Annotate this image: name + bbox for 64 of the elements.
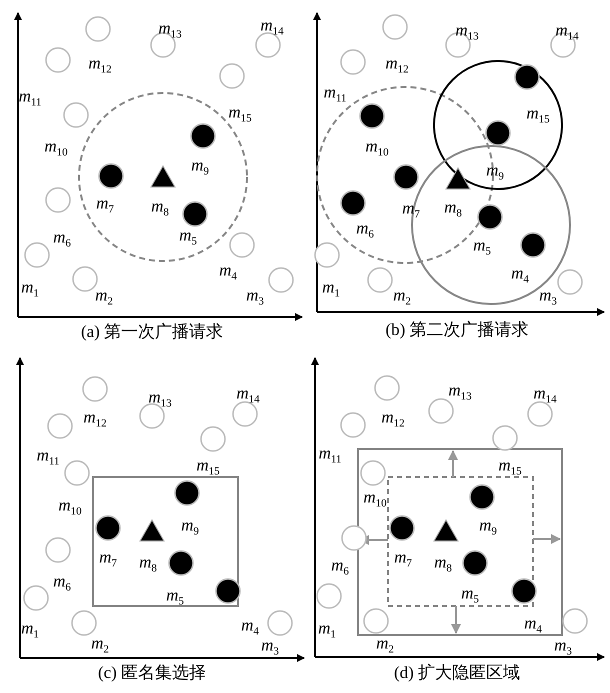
panel-caption: (c) 匿名集选择 — [98, 663, 206, 683]
node-label: m$_{1}$ — [21, 620, 39, 636]
node-label: m$_{6}$ — [331, 556, 349, 574]
node-label: m$_{1}$ — [322, 278, 340, 296]
node-label: m$_{15}$ — [228, 104, 252, 120]
node-label: m$_{8}$ — [444, 198, 462, 216]
node-label: m$_{4}$ — [511, 264, 529, 282]
node-label: m$_{10}$ — [363, 488, 387, 506]
node-label: m$_{12}$ — [381, 408, 405, 426]
node-label: m$_{11}$ — [324, 84, 346, 100]
node-label: m$_{12}$ — [88, 54, 112, 72]
node-label: m$_{8}$ — [434, 554, 452, 570]
node-label: m$_{5}$ — [179, 226, 197, 244]
node-label: m$_{6}$ — [53, 228, 71, 246]
node-label: m$_{3}$ — [539, 286, 557, 304]
node-label: m$_{14}$ — [260, 16, 284, 34]
node-label: m$_{14}$ — [555, 22, 579, 38]
node-label: m$_{5}$ — [473, 236, 491, 254]
node-label: m$_{7}$ — [402, 200, 420, 216]
node-label: m$_{10}$ — [44, 138, 68, 154]
node-label: m$_{7}$ — [394, 548, 412, 566]
node-label: m$_{4}$ — [241, 616, 259, 634]
node-label: m$_{5}$ — [461, 584, 479, 602]
node-label: m$_{12}$ — [83, 408, 107, 426]
node-label: m$_{2}$ — [393, 286, 411, 304]
node-label: m$_{9}$ — [191, 156, 209, 174]
node-label: m$_{15}$ — [498, 456, 522, 474]
node-label: m$_{9}$ — [479, 516, 497, 534]
node-label: m$_{3}$ — [261, 636, 279, 654]
node-label: m$_{13}$ — [455, 22, 479, 38]
node-label: m$_{15}$ — [526, 104, 550, 122]
node-label: m$_{2}$ — [91, 634, 109, 652]
node-label: m$_{2}$ — [376, 634, 394, 652]
node-label: m$_{4}$ — [524, 614, 542, 632]
node-label: m$_{9}$ — [181, 516, 199, 534]
node-label: m$_{14}$ — [236, 384, 260, 402]
node-label: m$_{14}$ — [533, 384, 557, 402]
node-label: m$_{11}$ — [18, 88, 42, 104]
node-label: m$_{3}$ — [554, 636, 572, 654]
node-label: m$_{13}$ — [158, 20, 182, 36]
node-label: m$_{5}$ — [166, 586, 184, 604]
node-label: m$_{1}$ — [318, 620, 336, 636]
panel-caption: (d) 扩大隐匿区域 — [394, 663, 520, 683]
node-label: m$_{2}$ — [95, 286, 113, 304]
node-label: m$_{8}$ — [139, 554, 157, 570]
node-label: m$_{6}$ — [356, 220, 374, 236]
node-label: m$_{13}$ — [148, 388, 172, 406]
node-label: m$_{10}$ — [58, 496, 82, 514]
node-label: m$_{7}$ — [99, 548, 117, 566]
node-label: m$_{15}$ — [196, 456, 220, 474]
panel-caption: (b) 第二次广播请求 — [385, 320, 529, 340]
node-label: m$_{1}$ — [21, 278, 39, 296]
node-label: m$_{7}$ — [96, 194, 114, 212]
node-label: m$_{4}$ — [219, 262, 237, 278]
node-label: m$_{8}$ — [151, 198, 169, 214]
node-label: m$_{12}$ — [385, 54, 409, 72]
node-label: m$_{9}$ — [486, 162, 504, 178]
node-label: m$_{6}$ — [53, 572, 71, 590]
node-label: m$_{13}$ — [448, 382, 472, 398]
node-label: m$_{11}$ — [36, 446, 60, 464]
node-label: m$_{3}$ — [246, 286, 264, 304]
node-label: m$_{11}$ — [318, 444, 342, 462]
panel-caption: (a) 第一次广播请求 — [80, 322, 224, 342]
node-label: m$_{10}$ — [365, 138, 389, 154]
